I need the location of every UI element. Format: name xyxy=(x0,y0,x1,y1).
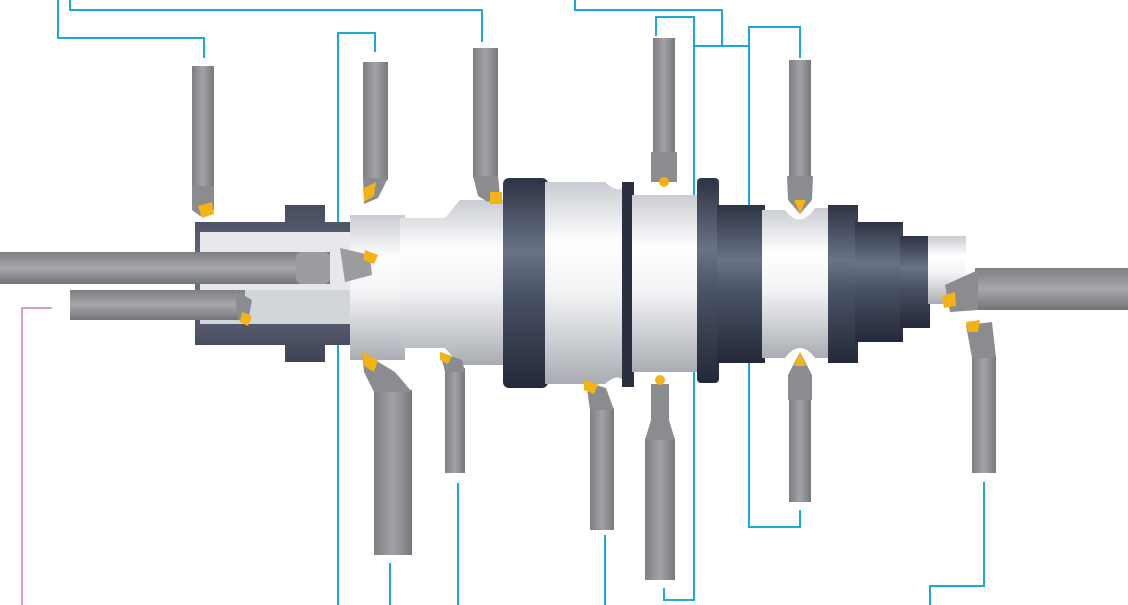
boring-bar-right xyxy=(942,268,1128,312)
leader-line xyxy=(748,26,801,58)
tools-bottom xyxy=(362,320,996,580)
leader-line xyxy=(69,0,483,42)
workpiece xyxy=(350,178,966,388)
leader-line xyxy=(574,0,723,46)
leader-line xyxy=(929,482,985,605)
leader-line xyxy=(694,45,801,528)
boring-bar-left xyxy=(0,248,378,326)
tools-top xyxy=(192,38,813,218)
leader-line xyxy=(57,0,205,58)
leader-line-pink xyxy=(21,307,52,605)
